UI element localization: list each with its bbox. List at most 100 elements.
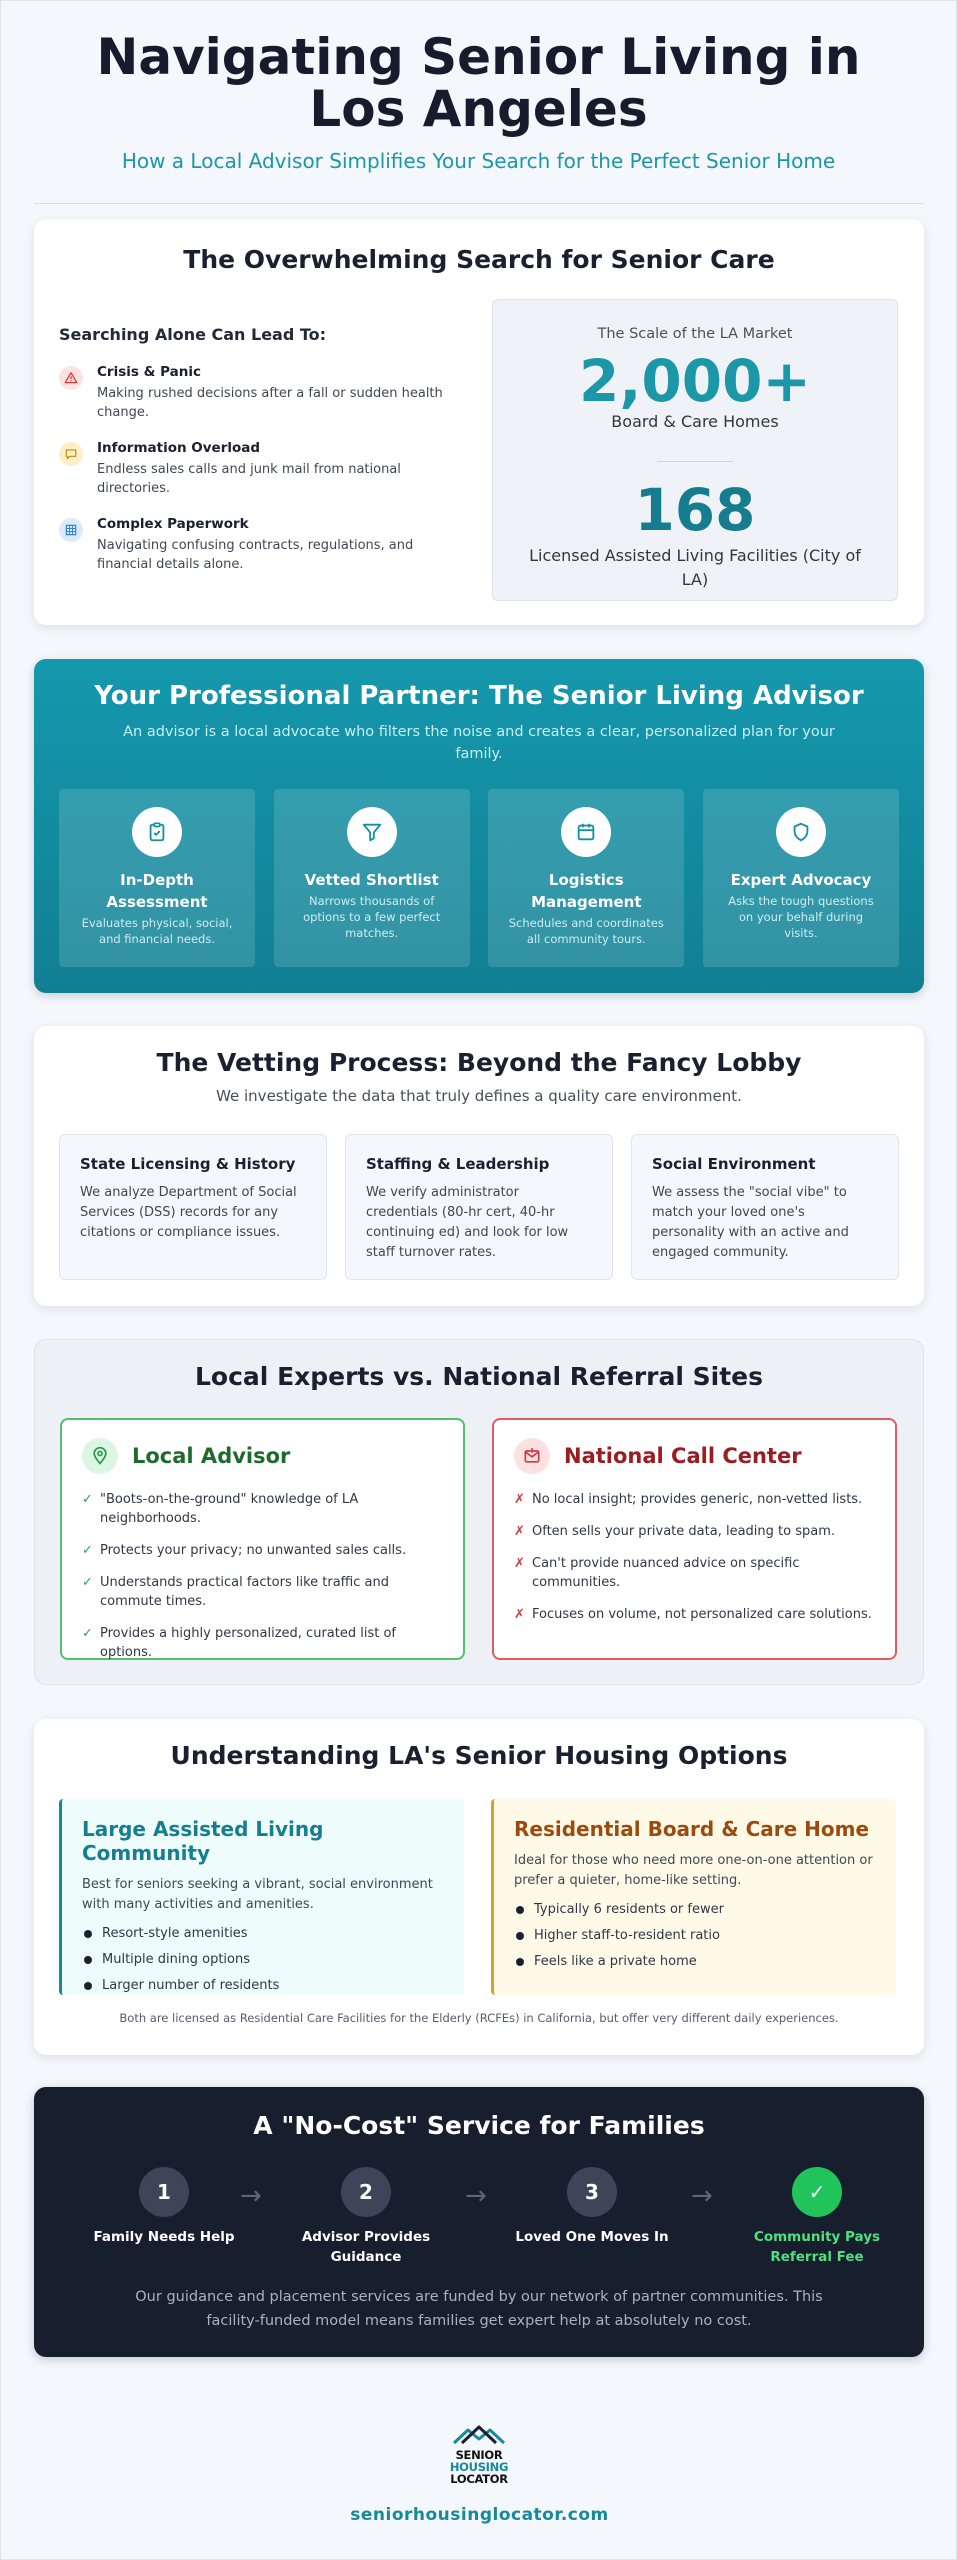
vetting-card: Social Environment We assess the "social… <box>631 1134 899 1280</box>
step: 1 Family Needs Help <box>79 2167 249 2247</box>
vetting-card-title: Social Environment <box>652 1155 816 1173</box>
national-call-center-title: National Call Center <box>564 1444 802 1468</box>
check-icon: ✓ <box>82 1543 93 1558</box>
process-steps: 1 Family Needs Help → 2 Advisor Provides… <box>34 2167 924 2267</box>
large-community-desc: Best for seniors seeking a vibrant, soci… <box>82 1877 433 1912</box>
shield-icon <box>775 807 826 857</box>
vetting-subtitle: We investigate the data that truly defin… <box>216 1087 742 1105</box>
chat-icon <box>59 442 83 466</box>
list-item: Feels like a private home <box>514 1953 876 1971</box>
list-item: Resort-style amenities <box>82 1925 444 1943</box>
bullet-icon <box>516 1906 524 1914</box>
list-item: ✓"Boots-on-the-ground" knowledge of LA n… <box>82 1492 359 1526</box>
board-care-desc: Ideal for those who need more one-on-one… <box>514 1853 873 1888</box>
step-label: Community Pays Referral Fee <box>753 2229 881 2265</box>
housing-title: Understanding LA's Senior Housing Option… <box>170 1741 788 1770</box>
filter-icon <box>346 807 397 857</box>
list-item: Higher staff-to-resident ratio <box>514 1927 876 1945</box>
market-stats: The Scale of the LA Market 2,000+ Board … <box>492 299 898 601</box>
local-advisor-title: Local Advisor <box>132 1444 291 1468</box>
risks-heading: Searching Alone Can Lead To: <box>59 325 327 344</box>
bullet-icon <box>84 1930 92 1938</box>
large-community-title: Large Assisted Living Community <box>82 1817 324 1865</box>
list-item: ✗Focuses on volume, not personalized car… <box>514 1607 872 1622</box>
comparison-title: Local Experts vs. National Referral Site… <box>195 1362 763 1391</box>
feature-desc: Schedules and coordinates all community … <box>508 916 664 946</box>
list-item: Larger number of residents <box>82 1977 444 1995</box>
feature-card: In-Depth Assessment Evaluates physical, … <box>59 789 255 967</box>
risk-desc: Making rushed decisions after a fall or … <box>97 386 443 420</box>
mail-icon <box>514 1438 550 1474</box>
risk-item: Complex Paperwork Navigating confusing c… <box>59 516 449 574</box>
vetting-title: The Vetting Process: Beyond the Fancy Lo… <box>156 1048 802 1077</box>
step-number: 3 <box>567 2167 617 2217</box>
national-call-center-card: National Call Center ✗No local insight; … <box>492 1418 897 1660</box>
vetting-row: State Licensing & History We analyze Dep… <box>59 1134 899 1280</box>
vetting-card-desc: We assess the "social vibe" to match you… <box>652 1185 849 1260</box>
feature-title: In-Depth Assessment <box>106 871 208 911</box>
clipboard-icon <box>132 807 182 857</box>
advisor-section: Your Professional Partner: The Senior Li… <box>34 659 924 993</box>
bullet-icon <box>84 1956 92 1964</box>
step-number: 1 <box>139 2167 189 2217</box>
feature-title: Vetted Shortlist <box>304 871 439 889</box>
list-item: ✗Often sells your private data, leading … <box>514 1524 835 1539</box>
step: ✓ Community Pays Referral Fee <box>732 2167 902 2267</box>
list-item: Multiple dining options <box>82 1951 444 1969</box>
check-icon: ✓ <box>82 1492 93 1507</box>
step-label: Family Needs Help <box>93 2229 235 2245</box>
stats-label: The Scale of the LA Market <box>597 326 793 342</box>
housing-note: Both are licensed as Residential Care Fa… <box>119 2011 839 2025</box>
bullet-icon <box>516 1932 524 1940</box>
board-care-card: Residential Board & Care Home Ideal for … <box>491 1799 896 1995</box>
vetting-card-desc: We analyze Department of Social Services… <box>80 1185 297 1240</box>
cross-icon: ✗ <box>514 1492 525 1507</box>
large-community-card: Large Assisted Living Community Best for… <box>59 1799 464 1995</box>
no-cost-title: A "No-Cost" Service for Families <box>253 2111 705 2140</box>
assisted-living-count: 168 <box>634 476 756 544</box>
arrow-right-icon: → <box>691 2181 713 2211</box>
board-care-count: 2,000+ <box>578 347 812 415</box>
comparison-section: Local Experts vs. National Referral Site… <box>34 1339 924 1685</box>
list-item: ✗Can't provide nuanced advice on specifi… <box>514 1556 800 1590</box>
logo-line: LOCATOR <box>450 2472 508 2486</box>
local-advisor-card: Local Advisor ✓"Boots-on-the-ground" kno… <box>60 1418 465 1660</box>
advisor-title: Your Professional Partner: The Senior Li… <box>94 681 864 711</box>
website-link[interactable]: seniorhousinglocator.com <box>350 2505 609 2525</box>
feature-row: In-Depth Assessment Evaluates physical, … <box>59 789 899 967</box>
feature-desc: Evaluates physical, social, and financia… <box>81 916 233 946</box>
vetting-card-title: Staffing & Leadership <box>366 1155 550 1173</box>
location-pin-icon <box>82 1438 118 1474</box>
grid-icon <box>59 518 83 542</box>
cross-icon: ✗ <box>514 1607 525 1622</box>
feature-title: Expert Advocacy <box>730 871 872 889</box>
stats-divider <box>657 461 733 462</box>
check-icon: ✓ <box>82 1626 93 1641</box>
board-care-caption: Board & Care Homes <box>611 412 779 431</box>
step-number: 2 <box>341 2167 391 2217</box>
feature-desc: Asks the tough questions on your behalf … <box>728 894 874 940</box>
warning-icon <box>59 366 83 390</box>
risks-list: Searching Alone Can Lead To: Crisis & Pa… <box>59 325 449 592</box>
logo-line: HOUSING <box>449 2460 509 2474</box>
risk-desc: Navigating confusing contracts, regulati… <box>97 538 414 572</box>
house-roof-icon <box>452 2425 506 2445</box>
cross-icon: ✗ <box>514 1556 525 1571</box>
page-subtitle: How a Local Advisor Simplifies Your Sear… <box>121 149 836 173</box>
arrow-right-icon: → <box>465 2181 487 2211</box>
housing-section: Understanding LA's Senior Housing Option… <box>34 1719 924 2055</box>
logo: SENIOR HOUSING LOCATOR <box>448 2425 510 2489</box>
feature-desc: Narrows thousands of options to a few pe… <box>303 894 441 940</box>
board-care-title: Residential Board & Care Home <box>514 1817 870 1841</box>
vetting-card: State Licensing & History We analyze Dep… <box>59 1134 327 1280</box>
search-title: The Overwhelming Search for Senior Care <box>183 245 775 274</box>
no-cost-section: A "No-Cost" Service for Families 1 Famil… <box>34 2087 924 2357</box>
search-section: The Overwhelming Search for Senior Care … <box>34 219 924 625</box>
step: 3 Loved One Moves In <box>507 2167 677 2247</box>
vetting-card: Staffing & Leadership We verify administ… <box>345 1134 613 1280</box>
assisted-living-caption: Licensed Assisted Living Facilities (Cit… <box>529 546 861 589</box>
risk-title: Complex Paperwork <box>97 516 249 532</box>
list-item: Typically 6 residents or fewer <box>514 1901 876 1919</box>
logo-line: SENIOR <box>455 2448 503 2462</box>
